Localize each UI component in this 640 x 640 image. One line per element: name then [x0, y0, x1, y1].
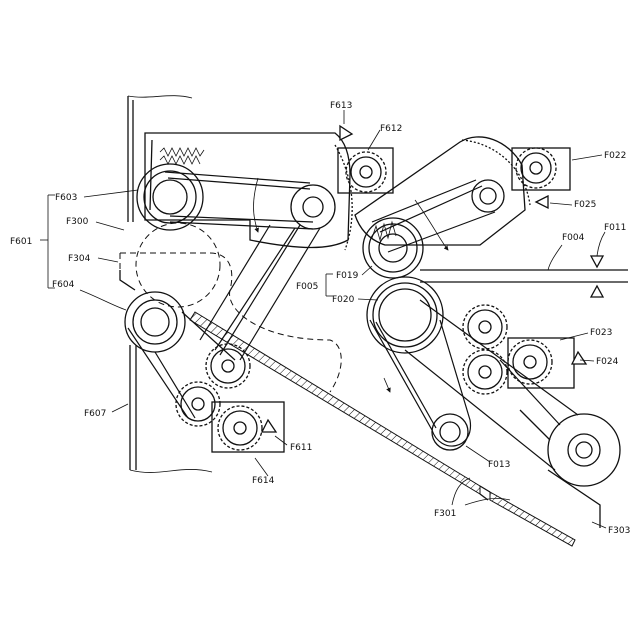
- roller-f019: [363, 218, 423, 278]
- label-f604: F604: [52, 280, 75, 290]
- label-f300: F300: [66, 217, 89, 227]
- marker-triangle-f611: [262, 420, 276, 432]
- label-f022: F022: [604, 151, 626, 161]
- f601-bracket: [40, 195, 55, 288]
- labels: F601 F603 F300 F304 F604 F607 F611 F614 …: [10, 101, 630, 536]
- upper-belt: [137, 164, 335, 232]
- label-f023: F023: [590, 328, 612, 338]
- f005-bracket: [326, 274, 333, 296]
- spring-left: [160, 148, 204, 164]
- label-f612: F612: [380, 124, 402, 134]
- label-f611: F611: [290, 443, 312, 453]
- label-f024: F024: [596, 357, 619, 367]
- label-f013: F013: [488, 460, 510, 470]
- label-f025: F025: [574, 200, 596, 210]
- marker-triangle-f025: [536, 196, 548, 208]
- marker-triangle-f011-bottom: [591, 286, 603, 297]
- vertical-belts: [200, 225, 320, 360]
- label-f607: F607: [84, 409, 106, 419]
- label-f613: F613: [330, 101, 352, 111]
- leader-lines: [80, 110, 606, 528]
- label-f011: F011: [604, 223, 626, 233]
- gear-cluster-left: [176, 344, 250, 426]
- marker-triangle-f613: [340, 126, 352, 140]
- gear-f022: [512, 148, 570, 190]
- label-f019: F019: [336, 271, 359, 281]
- label-f304: F304: [68, 254, 91, 264]
- label-f005: F005: [296, 282, 318, 292]
- label-f303: F303: [608, 526, 630, 536]
- gear-f612: [338, 148, 393, 193]
- label-f601: F601: [10, 237, 32, 247]
- label-f614: F614: [252, 476, 275, 486]
- marker-triangle-f011-top: [591, 256, 603, 267]
- pulley-f604: [125, 292, 235, 418]
- label-f020: F020: [332, 295, 355, 305]
- label-f603: F603: [55, 193, 77, 203]
- left-chute-plate: [120, 270, 135, 290]
- roller-f020: [367, 277, 443, 353]
- label-f004: F004: [562, 233, 585, 243]
- conveyance-path: [420, 270, 628, 282]
- label-f301: F301: [434, 509, 456, 519]
